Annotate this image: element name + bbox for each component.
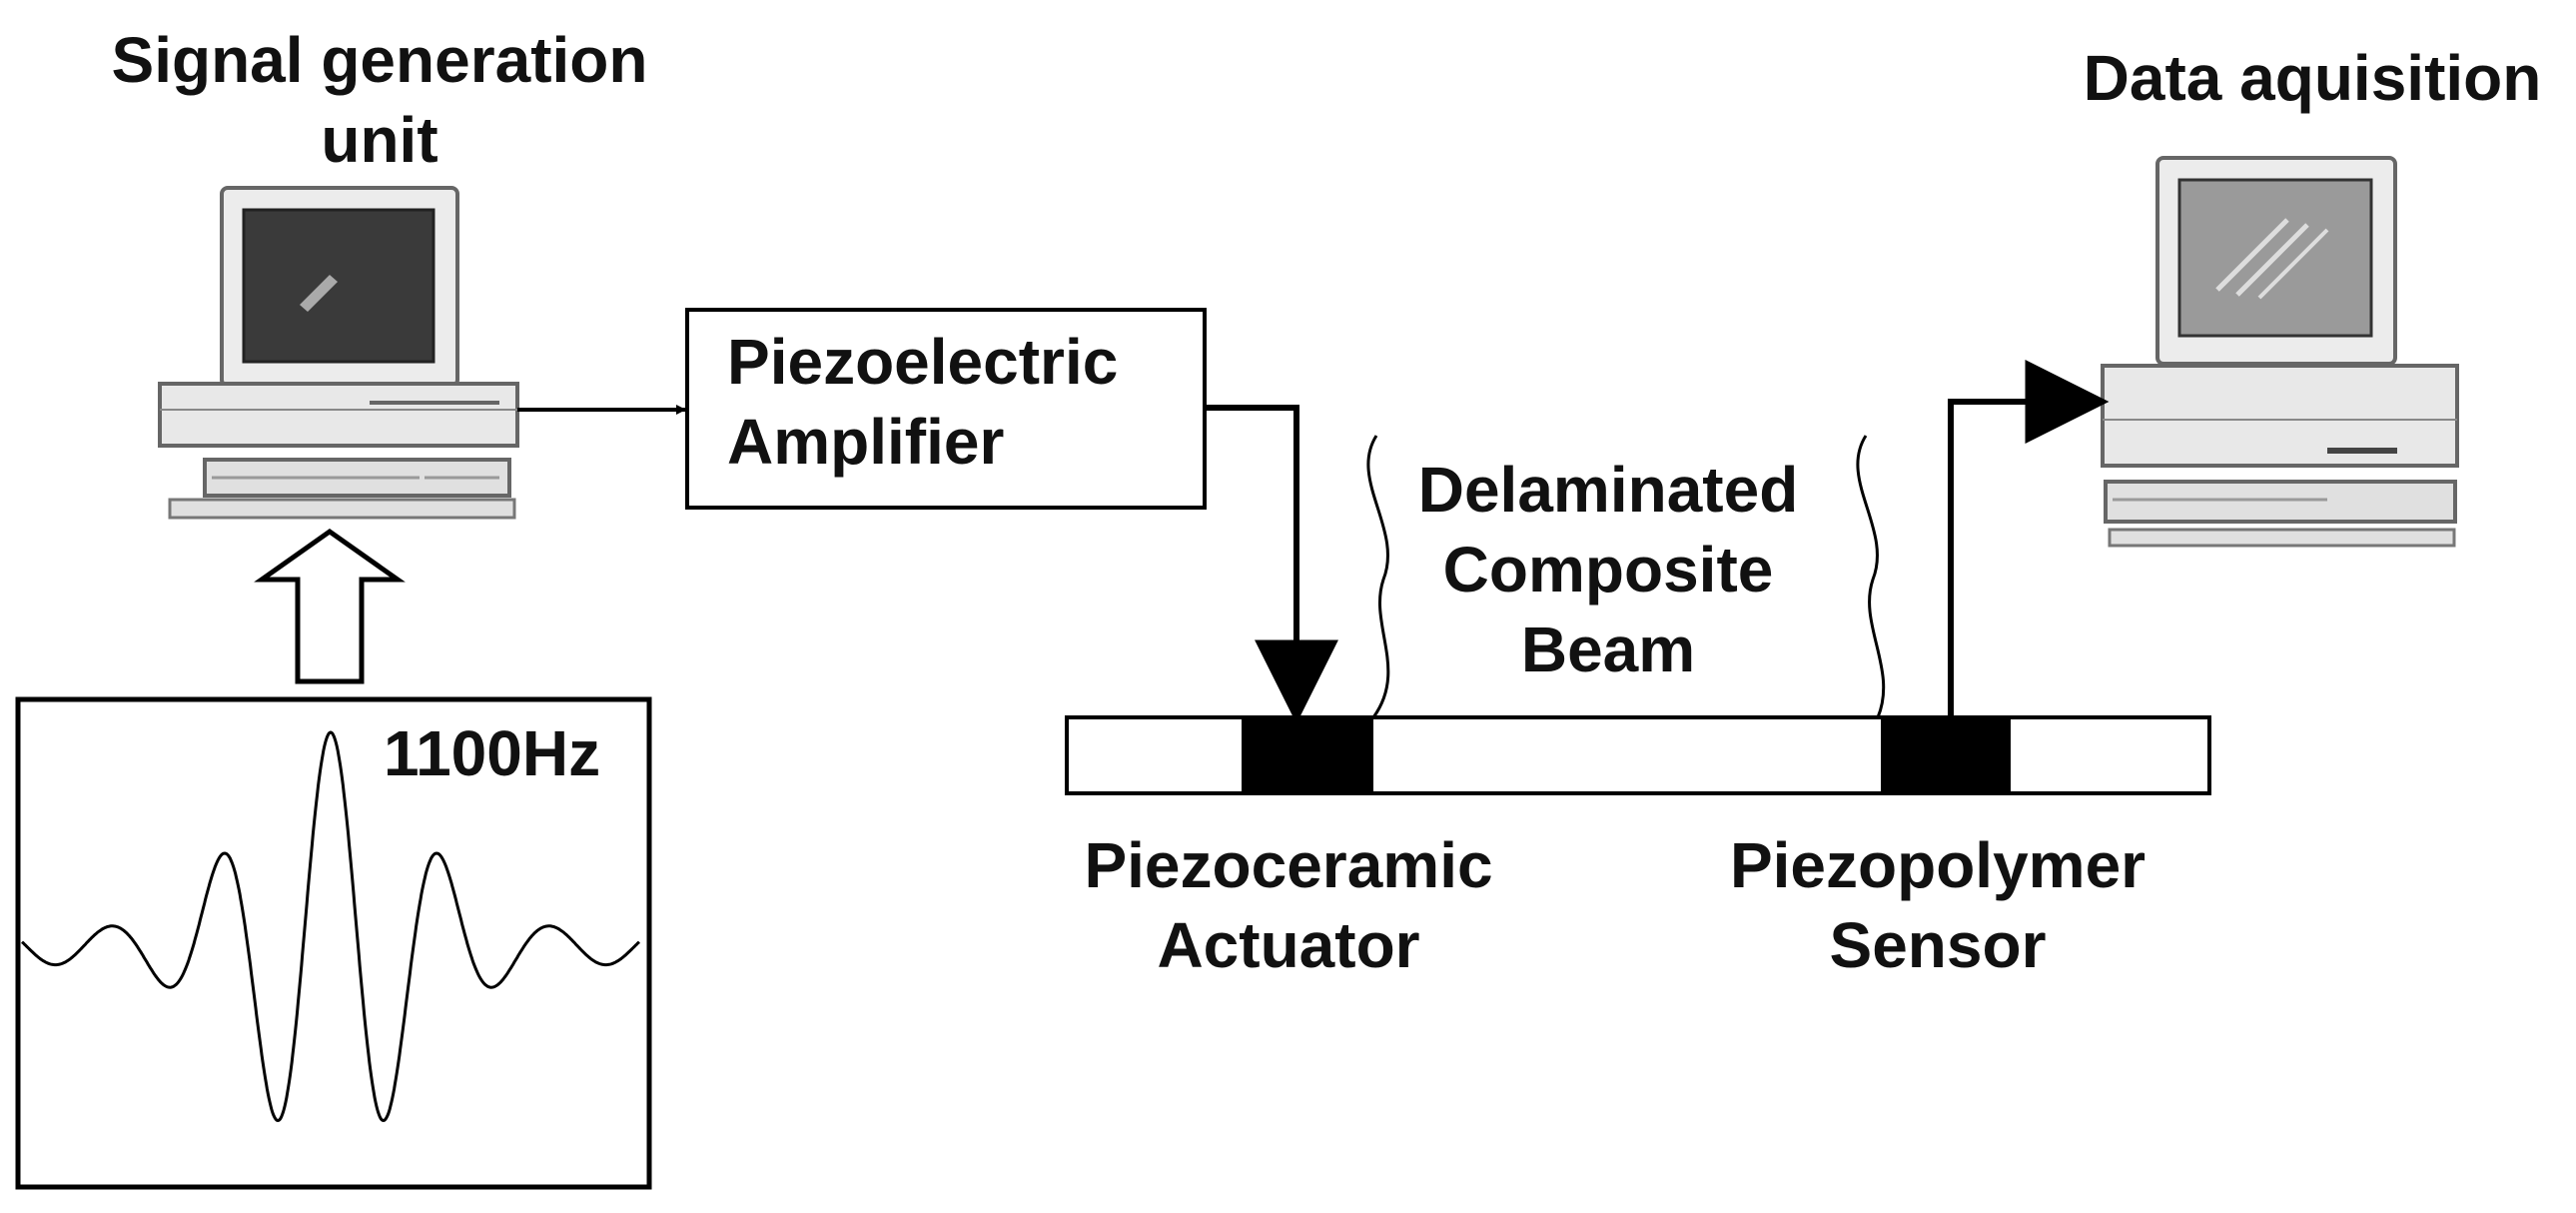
beam-line-2: Composite <box>1442 534 1774 606</box>
data-acquisition-label: Data aquisition <box>2083 42 2542 114</box>
piezoceramic-actuator-patch <box>1242 717 1373 793</box>
signal-waveform-box <box>15 696 652 1190</box>
delaminated-beam-label: Delaminated Composite Beam <box>1378 450 1838 689</box>
amplifier-line-2: Amplifier <box>727 406 1005 478</box>
sensor-line-1: Piezopolymer <box>1729 829 2147 901</box>
delamination-boundary-right <box>1856 435 1886 718</box>
piezopolymer-sensor-label: Piezopolymer Sensor <box>1718 825 2157 985</box>
piezoelectric-amplifier-label: Piezoelectric Amplifier <box>727 322 1118 482</box>
piezoelectric-amplifier-box <box>685 308 1207 510</box>
piezoceramic-actuator-label: Piezoceramic Actuator <box>1079 825 1498 985</box>
beam-line-3: Beam <box>1520 613 1696 685</box>
amplifier-to-actuator-arrow <box>1205 405 1338 724</box>
hollow-up-arrow-icon <box>254 528 406 684</box>
piezopolymer-sensor-patch <box>1881 717 2011 793</box>
actuator-line-2: Actuator <box>1157 909 1420 981</box>
toneburst-waveform-line <box>21 730 640 1123</box>
signal-generation-label: Signal generation unit <box>60 20 699 180</box>
sensor-to-computer-arrow <box>1948 360 2110 717</box>
frequency-label: 1100Hz <box>384 717 601 789</box>
amplifier-line-1: Piezoelectric <box>727 326 1119 398</box>
signal-generation-line-2: unit <box>321 104 438 176</box>
delamination-boundary-left <box>1366 435 1390 718</box>
sensor-line-2: Sensor <box>1829 909 2047 981</box>
data-acquisition-computer-icon <box>2101 156 2459 548</box>
actuator-line-1: Piezoceramic <box>1084 829 1493 901</box>
composite-beam <box>1065 715 2211 795</box>
signal-generation-computer-icon <box>158 186 519 520</box>
beam-line-1: Delaminated <box>1417 454 1799 526</box>
signal-generation-line-1: Signal generation <box>111 24 648 96</box>
